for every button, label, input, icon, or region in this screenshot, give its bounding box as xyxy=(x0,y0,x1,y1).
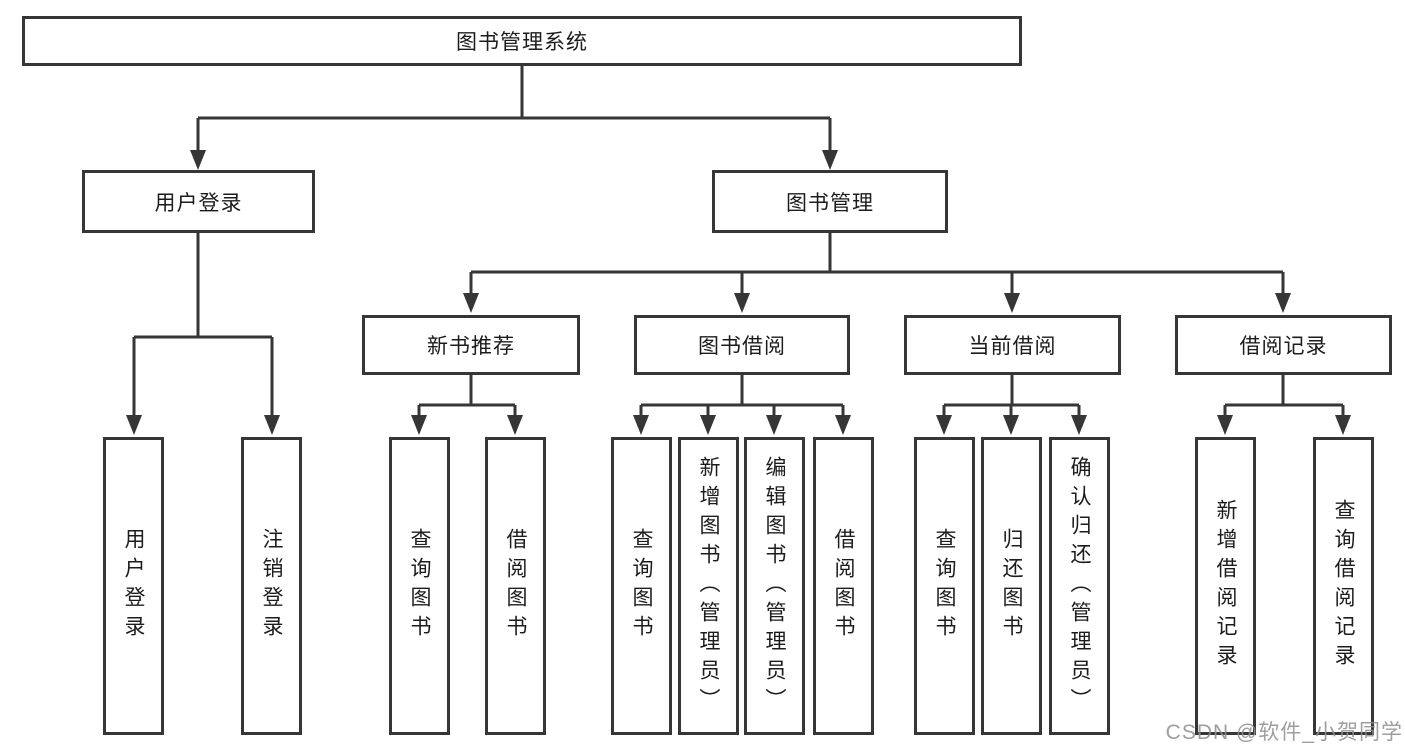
node-root-library-system: 图书管理系统 xyxy=(22,16,1022,66)
node-label: 图书管理系统 xyxy=(456,31,588,54)
leaf-edit-book-admin: 编辑图书（管理员） xyxy=(744,437,805,735)
node-new-book-recommend: 新书推荐 xyxy=(362,315,580,375)
leaf-borrow-books-recommend: 借阅图书 xyxy=(485,437,546,735)
leaf-logout: 注销登录 xyxy=(241,437,302,735)
leaf-return-book: 归还图书 xyxy=(981,437,1042,735)
node-current-borrowing: 当前借阅 xyxy=(904,315,1121,375)
csdn-watermark: CSDN @软件_小贺同学 xyxy=(1165,721,1403,744)
node-label: 当前借阅 xyxy=(968,335,1057,358)
node-borrowing-records: 借阅记录 xyxy=(1175,315,1392,375)
leaf-user-login: 用户登录 xyxy=(103,437,164,735)
leaf-query-borrow-record: 查询借阅记录 xyxy=(1313,437,1374,735)
leaf-query-books-recommend: 查询图书 xyxy=(389,437,450,735)
leaf-add-book-admin: 新增图书（管理员） xyxy=(678,437,739,735)
leaf-borrow-books-borrowing: 借阅图书 xyxy=(813,437,874,735)
leaf-query-books-borrowing: 查询图书 xyxy=(611,437,672,735)
node-label: 借阅记录 xyxy=(1239,335,1328,358)
leaf-query-books-current: 查询图书 xyxy=(914,437,975,735)
node-label: 新书推荐 xyxy=(427,335,515,358)
node-user-login: 用户登录 xyxy=(82,170,315,233)
leaf-add-borrow-record: 新增借阅记录 xyxy=(1195,437,1256,735)
node-book-borrowing: 图书借阅 xyxy=(634,315,850,375)
leaf-confirm-return-admin: 确认归还（管理员） xyxy=(1049,437,1110,735)
node-label: 图书管理 xyxy=(786,191,874,215)
node-label: 图书借阅 xyxy=(698,335,786,358)
node-label: 用户登录 xyxy=(154,191,243,215)
node-book-management: 图书管理 xyxy=(712,170,948,233)
tree-branch-paths xyxy=(132,66,1345,419)
